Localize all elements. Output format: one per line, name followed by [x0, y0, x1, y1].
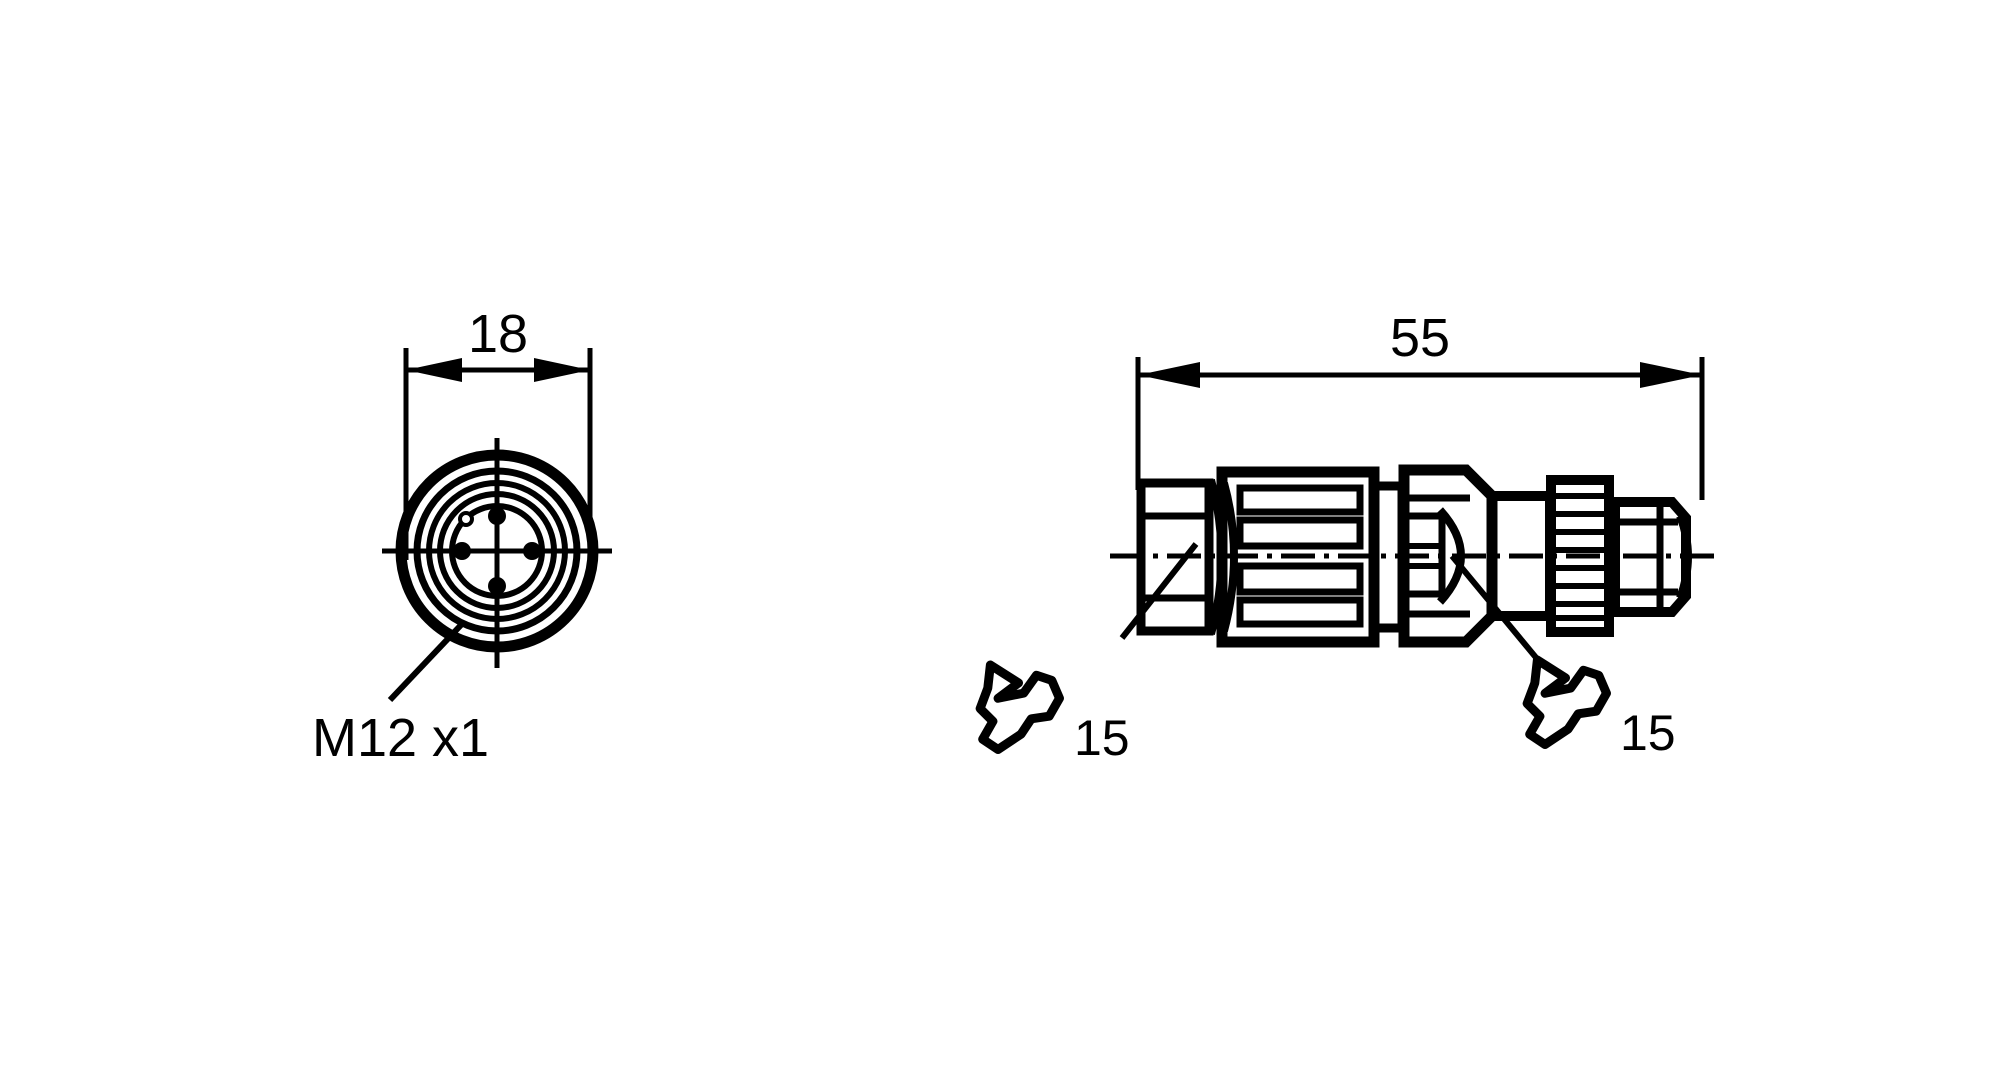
seal-arc-inner — [1220, 481, 1238, 633]
dimension-55-group: 55 — [1135, 308, 1705, 500]
dimension-value-18: 18 — [468, 304, 528, 364]
pin-left — [453, 542, 471, 560]
gland-rib-2 — [1236, 516, 1364, 550]
wrench-outline — [1522, 655, 1611, 749]
gland-rib-1 — [1236, 484, 1364, 516]
dimension-value-55: 55 — [1390, 308, 1450, 368]
hex-inner-arc — [1437, 507, 1465, 605]
front-view-group: 18 — [312, 304, 612, 768]
pin-bottom — [488, 577, 506, 595]
insert-inner-circle — [449, 503, 545, 599]
dimension-18-group: 18 — [403, 304, 593, 560]
cable-cap-outline — [1136, 478, 1214, 636]
gland-rib-3 — [1236, 562, 1364, 596]
dimension-arrow-icon-right-55 — [1640, 362, 1702, 388]
side-view-group: 55 — [975, 308, 1720, 766]
end-plug-outline — [1610, 497, 1691, 617]
wrench-outline — [975, 660, 1064, 754]
pin-top — [488, 507, 506, 525]
outer-body-circle — [395, 449, 599, 653]
leader-line-wrench-left — [1119, 542, 1199, 640]
collar-ring-outline — [1369, 481, 1407, 633]
pin-right — [523, 542, 541, 560]
knurled-ring-outline — [1546, 475, 1614, 637]
insert-outer-circle — [437, 491, 557, 611]
wrench-icon-right — [1522, 655, 1611, 749]
dimension-arrow-icon-left-55 — [1138, 362, 1200, 388]
thread-outer-circle — [413, 467, 581, 635]
thread-callout-label: M12 x1 — [312, 708, 489, 768]
keyway-marker-icon — [458, 511, 474, 527]
end-plug-arc — [1676, 514, 1692, 600]
dimension-arrow-icon-right — [534, 358, 590, 382]
knurled-ring — [1546, 475, 1614, 637]
end-plug — [1610, 497, 1692, 617]
dimension-arrow-icon-left — [406, 358, 462, 382]
hex-inner-detail — [1402, 512, 1446, 598]
collar-ring — [1369, 481, 1407, 633]
gland-rib-group — [1236, 484, 1364, 628]
connector-face-circles — [395, 449, 599, 653]
thread-inner-circle — [426, 480, 568, 622]
wrench-icon-left — [975, 660, 1064, 754]
leader-line-thread-label — [387, 622, 464, 703]
wrench-size-right-label: 15 — [1620, 705, 1676, 761]
wrench-size-left-label: 15 — [1074, 710, 1130, 766]
knurl-lines-group — [1551, 493, 1609, 621]
pin-group — [453, 507, 541, 595]
gland-rib-4 — [1236, 596, 1364, 628]
